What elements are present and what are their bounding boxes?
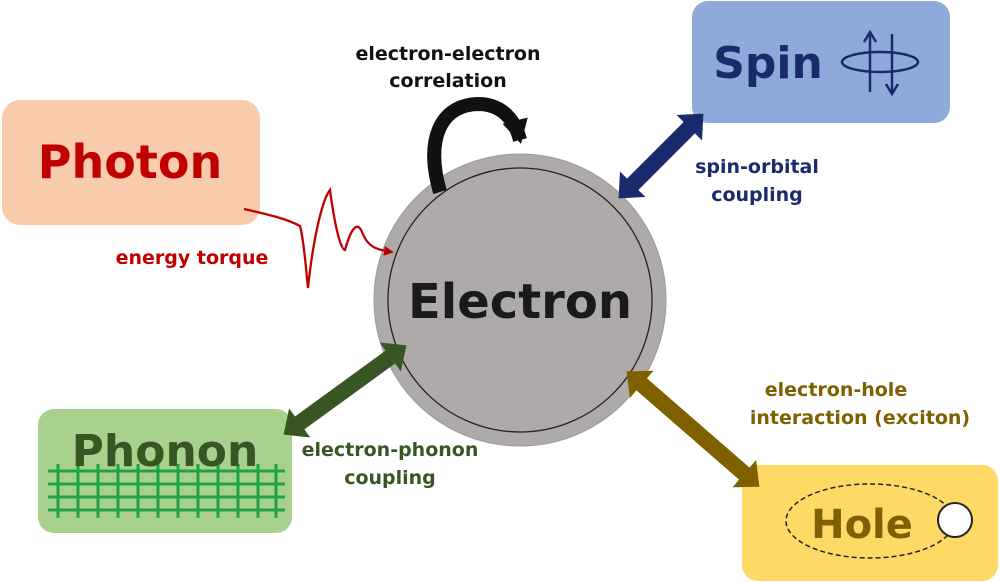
electron-phonon-label-1: electron-phonon: [302, 439, 479, 461]
ee-correlation-label-1: electron-electron: [355, 43, 540, 65]
energy-torque-label: energy torque: [116, 247, 269, 269]
spin-icon: [840, 29, 920, 97]
spin-orbital-label-2: coupling: [711, 184, 803, 206]
electron-hole-arrow: [626, 370, 760, 488]
phonon-label: Phonon: [72, 426, 259, 477]
photon-wave-arrow: [243, 187, 394, 289]
electron-hole-label-2: interaction (exciton): [750, 407, 970, 429]
hole-node: Hole: [742, 465, 998, 581]
hole-circle-icon: [937, 502, 973, 538]
electron-hole-label-1: electron-hole: [765, 379, 907, 401]
hole-label: Hole: [811, 502, 913, 548]
photon-node: Photon: [2, 100, 260, 225]
phonon-node: Phonon: [38, 409, 292, 533]
spin-label: Spin: [713, 38, 823, 89]
electron-phonon-label-2: coupling: [344, 467, 436, 489]
ee-correlation-label-2: correlation: [389, 70, 506, 92]
electron-node: Electron: [373, 153, 667, 447]
spin-orbital-label-1: spin-orbital: [695, 156, 819, 178]
ee-correlation-arrow: [427, 96, 528, 194]
spin-orbital-arrow: [618, 113, 704, 199]
electron-label: Electron: [408, 274, 632, 330]
photon-label: Photon: [38, 135, 222, 189]
electron-phonon-arrow: [283, 342, 407, 438]
phonon-lattice-icon: [48, 464, 285, 518]
spin-node: Spin: [692, 1, 950, 123]
